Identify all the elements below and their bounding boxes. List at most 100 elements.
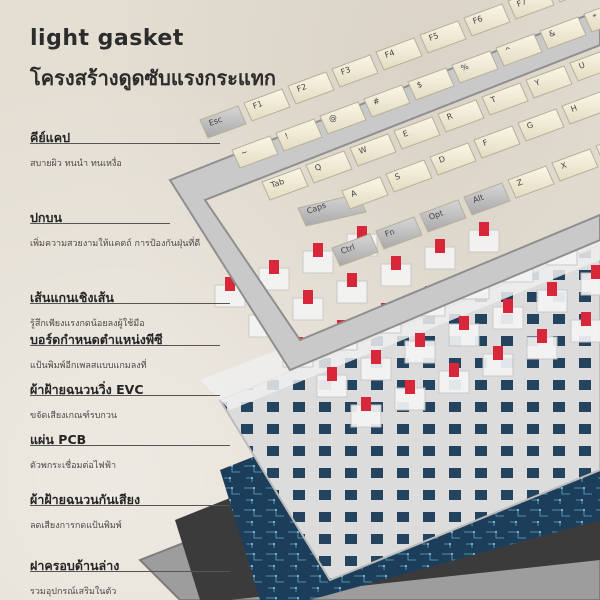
- switch-stem: [415, 333, 425, 347]
- switch-stem: [269, 260, 279, 274]
- keycap-legend: F1: [252, 99, 264, 111]
- keycap-legend: $: [416, 80, 424, 90]
- layer-label-top-cover: ปกบน เพิ่มความสวยงามให้แคตถ์ การป้องกันฝ…: [30, 208, 220, 250]
- switch-stem: [435, 239, 445, 253]
- keycap: Ctrl: [331, 233, 379, 267]
- switch: [536, 282, 568, 313]
- switch: [424, 239, 456, 270]
- keycap: @: [319, 101, 367, 135]
- keycap: !: [275, 118, 323, 152]
- keycap-legend: F4: [384, 48, 396, 60]
- switch-stem: [371, 350, 381, 364]
- leader-line: [30, 571, 230, 572]
- keycap: ~: [231, 135, 279, 169]
- switch-stem: [405, 380, 415, 394]
- leader-line: [30, 395, 220, 396]
- keycap-legend: F7: [516, 0, 528, 9]
- keycap-legend: E: [402, 129, 410, 139]
- layer-heading: คีย์แคป: [30, 130, 71, 145]
- switch-stem: [327, 367, 337, 381]
- keycap-legend: Y: [533, 78, 542, 89]
- switch: [468, 222, 500, 253]
- layer-heading: ผ้าฝ้ายฉนวนกันเสียง: [30, 492, 141, 507]
- leader-line: [30, 223, 170, 224]
- switch-stem: [313, 243, 323, 257]
- switch-stem: [581, 312, 591, 326]
- keycap: %: [451, 50, 499, 84]
- keycap-legend: &: [548, 28, 557, 39]
- layer-label-pcb: แผ่น PCB ตัวพกระเชื่อมต่อไฟฟ้า: [30, 430, 230, 472]
- switch-stem: [449, 363, 459, 377]
- keycap-legend: T: [489, 95, 498, 106]
- keycap: Esc: [199, 105, 247, 139]
- switch: [380, 256, 412, 287]
- keycap-legend: U: [578, 60, 587, 71]
- layer-desc: เพิ่มความสวยงามให้แคตถ์ การป้องกันฝุ่นที…: [30, 239, 201, 249]
- keycap-legend: ~: [240, 147, 249, 158]
- keycap-legend: %: [460, 62, 471, 73]
- layer-label-eva-foam: ผ้าฝ้ายฉนวนวิ่ง EVC ขจัดเสียงเกณฑ์รบกวน: [30, 380, 220, 422]
- layer-heading: แผ่น PCB: [30, 432, 87, 447]
- keycap: R: [437, 99, 485, 133]
- switch-stem: [493, 346, 503, 360]
- keycap: F8: [558, 0, 567, 3]
- leader-line: [30, 505, 230, 506]
- switch-stem: [459, 316, 469, 330]
- layer-heading: ฝาครอบด้านล่าง: [30, 558, 120, 573]
- keycap: C: [595, 143, 600, 157]
- layer-heading: เส้นแกนเชิงเส้น: [30, 290, 114, 305]
- keycap-grid: EscF1F2F3F4F5F6F7F8~!@#$%^&*TabQWERTYUCa…: [199, 0, 600, 267]
- layer-label-bottom-case: ฝาครอบด้านล่าง รวมอุปกรณ์เสริมในตัว: [30, 556, 230, 598]
- leader-line: [30, 143, 220, 144]
- title: light gasket: [30, 26, 184, 51]
- switch: [258, 260, 290, 291]
- keycap: *: [583, 7, 600, 33]
- keycap-legend: F6: [472, 14, 484, 26]
- keycap: #: [363, 84, 411, 118]
- switch-stem: [537, 329, 547, 343]
- keycap-legend: Z: [516, 177, 525, 188]
- switch-stem: [225, 277, 235, 291]
- layer-label-sound-foam: ผ้าฝ้ายฉนวนกันเสียง ลดเสียงการกดแป้นพิมพ…: [30, 490, 230, 532]
- switch-stem: [347, 273, 357, 287]
- switch-stem: [303, 290, 313, 304]
- keycap-legend: Q: [314, 162, 323, 173]
- keycap-legend: Esc: [208, 115, 224, 128]
- keycap: $: [407, 67, 455, 101]
- keycap-legend: !: [284, 131, 290, 141]
- keycap-legend: F3: [340, 65, 352, 77]
- keycap: F1: [243, 88, 291, 122]
- keycap: W: [349, 133, 397, 167]
- switch-stem: [547, 282, 557, 296]
- keycap: F3: [331, 54, 379, 88]
- keycap-legend: @: [328, 113, 339, 124]
- keycap: Fn: [375, 216, 423, 250]
- layer-desc: แป้นพิมพ์อีกเพลสแบบแกมลงที่: [30, 361, 147, 371]
- keycap: S: [385, 159, 433, 193]
- keycap-legend: F: [482, 138, 490, 148]
- switch: [438, 363, 470, 394]
- keycap: F7: [507, 0, 555, 20]
- layer-heading: ผ้าฝ้ายฉนวนวิ่ง EVC: [30, 382, 144, 397]
- keycap-legend: S: [394, 172, 402, 182]
- layer-heading: บอร์ดกำหนดตำแหน่งพีซี: [30, 332, 163, 347]
- switch: [302, 243, 334, 274]
- keycap-legend: D: [438, 154, 447, 165]
- keycap-legend: W: [358, 145, 369, 156]
- layer-label-keycaps: คีย์แคป สบายผิว ทนนำ ทนเหงื่อ: [30, 128, 220, 170]
- layer-desc: รวมอุปกรณ์เสริมในตัว: [30, 587, 117, 597]
- keycap-legend: *: [592, 12, 599, 22]
- layer-desc: รู้สึกเพียงแรงกดน้อยลงผู้ใช้มือ: [30, 319, 145, 329]
- top-frame: [168, 8, 600, 372]
- layer-desc: ตัวพกระเชื่อมต่อไฟฟ้า: [30, 461, 117, 471]
- switch: [492, 299, 524, 330]
- keycap: F2: [287, 71, 335, 105]
- switch: [580, 265, 600, 296]
- keycap: A: [341, 176, 389, 210]
- switch-stem: [357, 226, 367, 240]
- subtitle: โครงสร้างดูดซับแรงกระแทก: [30, 66, 276, 90]
- layer-desc: สบายผิว ทนนำ ทนเหงื่อ: [30, 159, 122, 169]
- switch: [336, 273, 368, 304]
- keycap: F6: [463, 3, 511, 37]
